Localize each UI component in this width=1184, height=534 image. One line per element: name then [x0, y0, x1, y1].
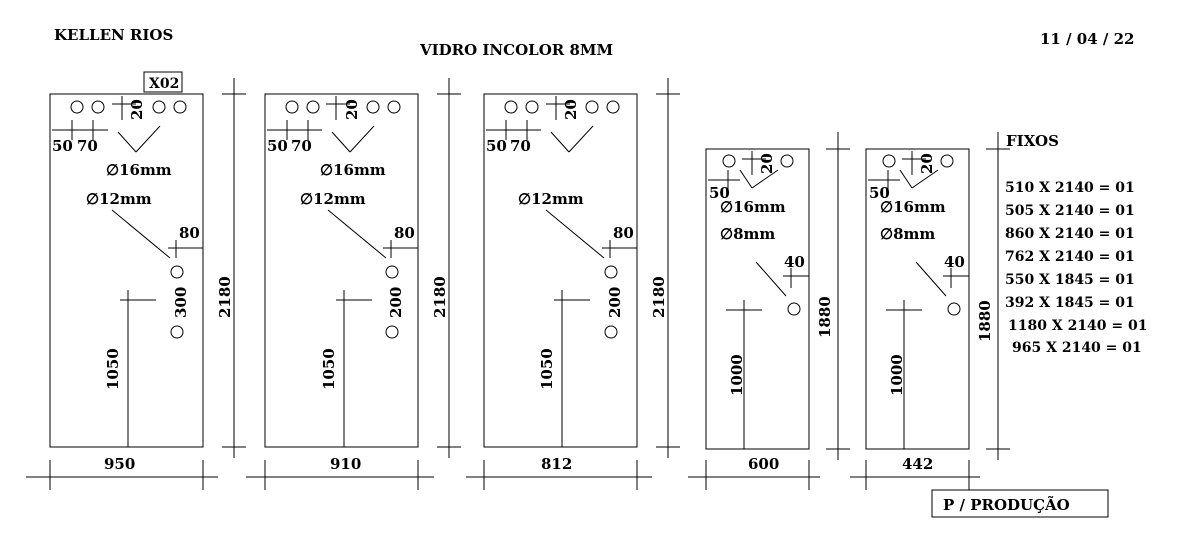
- hole: [780, 154, 794, 168]
- width-dim: 600: [748, 455, 779, 473]
- hole: [722, 154, 736, 168]
- hole-size-b: ∅8mm: [880, 225, 935, 243]
- fixos-item: 1180 X 2140 = 01: [1008, 318, 1148, 334]
- hole: [787, 302, 801, 316]
- hole: [385, 325, 399, 339]
- height-dim: 2180: [216, 276, 234, 318]
- panel-outline: [705, 148, 810, 450]
- left-dim-a: 50: [709, 184, 730, 202]
- tag-label: X02: [149, 76, 179, 92]
- hole-size-a: ∅16mm: [880, 198, 946, 216]
- top-dim: 20: [918, 153, 936, 174]
- side-dim: 40: [784, 253, 805, 271]
- hole: [940, 154, 954, 168]
- left-dim-a: 50: [869, 184, 890, 202]
- left-dim-b: 70: [291, 137, 312, 155]
- hole: [387, 100, 401, 114]
- hole-size-b: ∅12mm: [518, 190, 584, 208]
- width-dim: 950: [104, 455, 135, 473]
- top-dim: 20: [343, 99, 361, 120]
- panel-1: 20 50 70 ∅16mm ∅12mm 80 300 1050 2180 95…: [26, 78, 246, 490]
- hole-spacing-dim: 200: [387, 287, 405, 318]
- fixos-item: 860 X 2140 = 01: [1005, 226, 1135, 242]
- panel-5: 20 50 ∅16mm ∅8mm 40 1000 1880 442: [850, 132, 1010, 490]
- left-dim-a: 50: [267, 137, 288, 155]
- hole: [606, 100, 620, 114]
- height-dim: 2180: [431, 276, 449, 318]
- hole: [385, 265, 399, 279]
- hole-size-b: ∅12mm: [300, 190, 366, 208]
- left-dim-a: 50: [52, 137, 73, 155]
- fixos-title: FIXOS: [1006, 132, 1059, 150]
- fixos-item: 762 X 2140 = 01: [1005, 249, 1135, 265]
- fixos-item: 392 X 1845 = 01: [1005, 295, 1135, 311]
- production-stamp-box: [931, 489, 1109, 518]
- height-dim: 1880: [976, 300, 994, 342]
- side-dim: 80: [394, 224, 415, 242]
- width-dim: 442: [902, 455, 933, 473]
- top-dim: 20: [128, 99, 146, 120]
- hole: [285, 100, 299, 114]
- hole-size-b: ∅12mm: [86, 190, 152, 208]
- date-label: 11 / 04 / 22: [1040, 30, 1134, 48]
- tag-box: [143, 71, 183, 93]
- panel-2: 20 50 70 ∅16mm ∅12mm 80 200 1050 2180 91…: [246, 78, 461, 490]
- left-dim-b: 70: [77, 137, 98, 155]
- fixos-item: 505 X 2140 = 01: [1005, 203, 1135, 219]
- side-dim: 80: [613, 224, 634, 242]
- panel-3: 20 50 70 ∅12mm 80 200 1050 2180 812: [466, 78, 680, 490]
- hole-size-a: ∅16mm: [320, 161, 386, 179]
- hole: [525, 100, 539, 114]
- bottom-dim: 1050: [538, 348, 556, 390]
- left-dim-a: 50: [486, 137, 507, 155]
- hole: [604, 325, 618, 339]
- hole: [585, 100, 599, 114]
- hole: [70, 100, 84, 114]
- hole: [504, 100, 518, 114]
- hole-spacing-dim: 300: [172, 287, 190, 318]
- hole: [366, 100, 380, 114]
- hole: [306, 100, 320, 114]
- hole: [170, 325, 184, 339]
- height-dim: 2180: [650, 276, 668, 318]
- bottom-dim: 1050: [320, 348, 338, 390]
- hole: [152, 100, 166, 114]
- side-dim: 80: [179, 224, 200, 242]
- hole: [947, 302, 961, 316]
- panel-outline: [483, 93, 638, 448]
- bottom-dim: 1000: [888, 354, 906, 396]
- panel-outline: [865, 148, 970, 450]
- hole: [604, 265, 618, 279]
- production-stamp: P / PRODUÇÃO: [943, 495, 1070, 514]
- hole-size-b: ∅8mm: [720, 225, 775, 243]
- panel-outline: [49, 93, 204, 448]
- hole-size-a: ∅16mm: [106, 161, 172, 179]
- bottom-dim: 1000: [728, 354, 746, 396]
- hole: [882, 154, 896, 168]
- panel-4: 20 50 ∅16mm ∅8mm 40 1000 1880 600: [688, 132, 850, 490]
- top-dim: 20: [758, 153, 776, 174]
- hole: [170, 265, 184, 279]
- side-dim: 40: [944, 253, 965, 271]
- panel-outline: [264, 93, 419, 448]
- fixos-item: 965 X 2140 = 01: [1012, 340, 1142, 356]
- top-dim: 20: [562, 99, 580, 120]
- width-dim: 910: [330, 455, 361, 473]
- fixos-item: 510 X 2140 = 01: [1005, 180, 1135, 196]
- bottom-dim: 1050: [104, 348, 122, 390]
- hole-spacing-dim: 200: [606, 287, 624, 318]
- hole: [173, 100, 187, 114]
- height-dim: 1880: [816, 296, 834, 338]
- hole-size-a: ∅16mm: [720, 198, 786, 216]
- fixos-list: FIXOS 510 X 2140 = 01 505 X 2140 = 01 86…: [1005, 132, 1148, 356]
- client-name: KELLEN RIOS: [54, 26, 173, 44]
- glass-title: VIDRO INCOLOR 8MM: [419, 41, 613, 59]
- width-dim: 812: [541, 455, 572, 473]
- hole: [91, 100, 105, 114]
- left-dim-b: 70: [510, 137, 531, 155]
- fixos-item: 550 X 1845 = 01: [1005, 272, 1135, 288]
